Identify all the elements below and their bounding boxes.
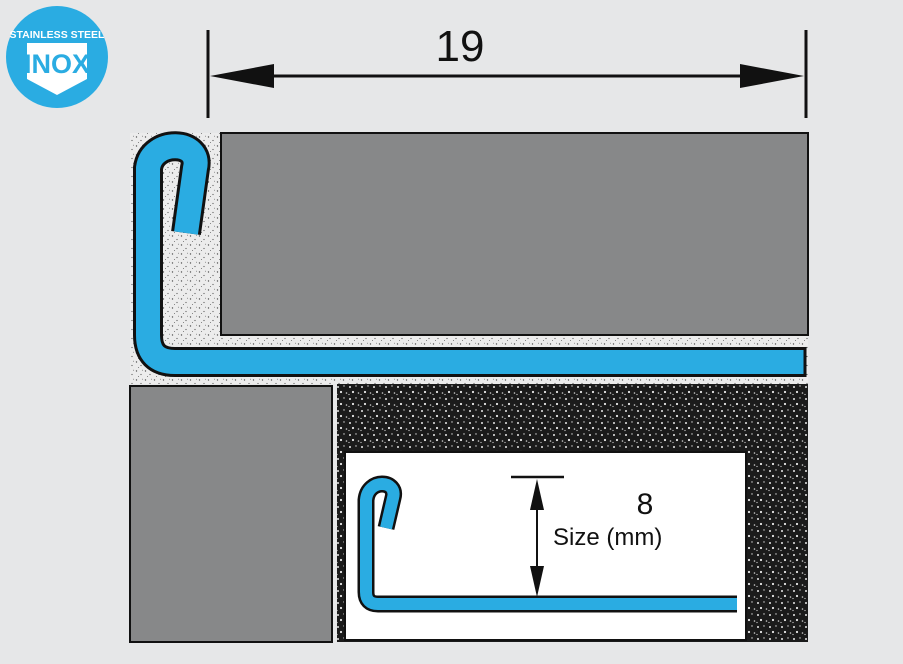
dimension-value: 19: [435, 22, 485, 71]
badge-shield-shape: [27, 43, 87, 95]
size-indicator-arrow-up: [530, 479, 544, 510]
dimension-arrow-left: [210, 64, 274, 88]
size-indicator-arrow-down: [530, 566, 544, 597]
svg-text:STAINLESS STEEL: STAINLESS STEEL: [10, 29, 105, 41]
lower-tile: [129, 385, 333, 643]
size-value: 8: [636, 488, 654, 521]
dimension-arrow-right: [740, 64, 804, 88]
stainless-steel-inox-badge: STAINLESS STEEL INOX: [6, 6, 108, 108]
svg-text:INOX: INOX: [24, 49, 90, 79]
size-caption: Size (mm): [553, 524, 663, 551]
upper-tile: [220, 132, 809, 336]
